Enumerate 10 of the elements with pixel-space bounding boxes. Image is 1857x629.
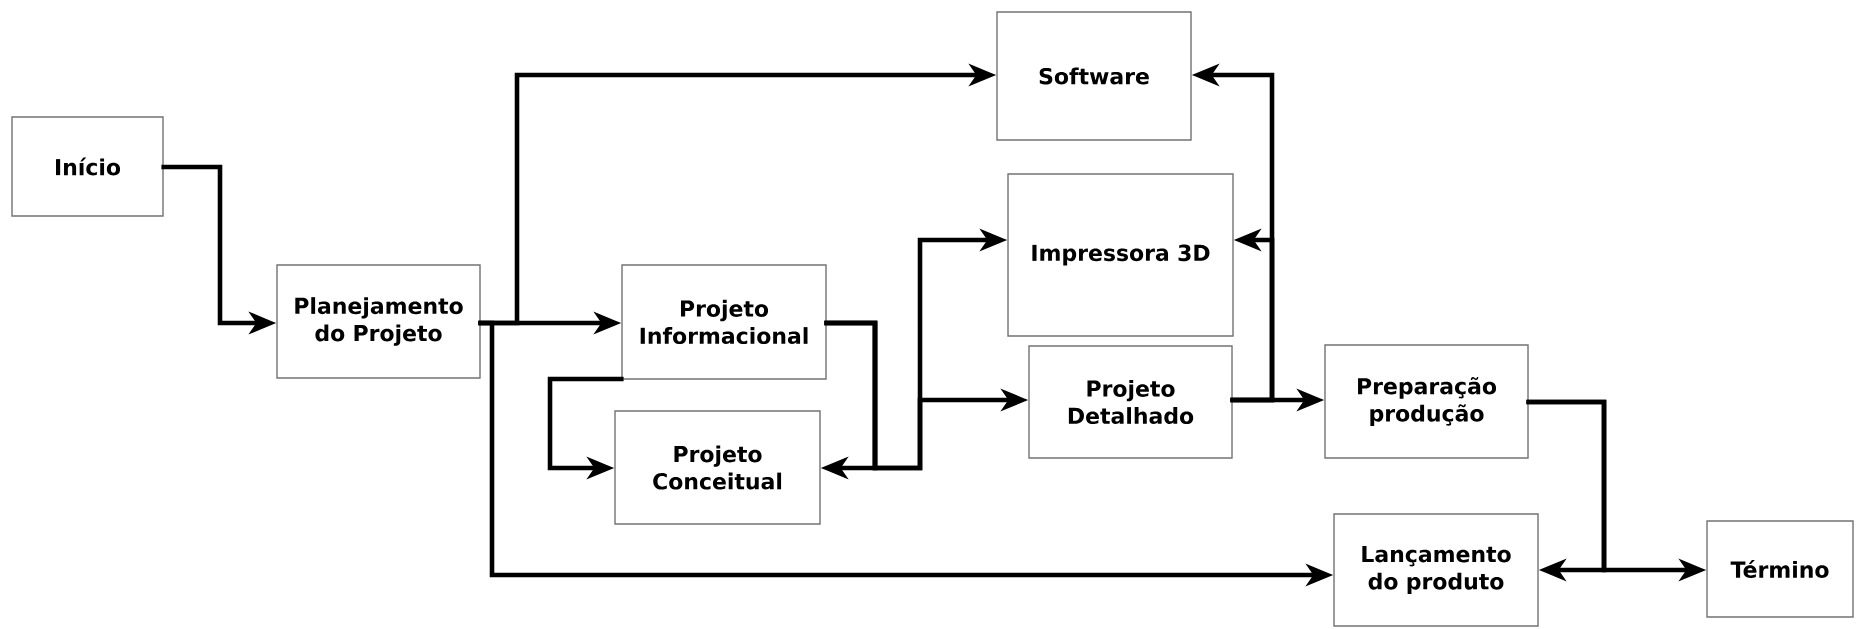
process-box: Preparação produção <box>1324 344 1529 459</box>
process-box: Lançamento do produto <box>1333 513 1539 627</box>
process-box: Software <box>996 11 1192 141</box>
process-box: Planejamento do Projeto <box>276 264 481 379</box>
process-box: Impressora 3D <box>1007 173 1234 337</box>
process-box: Projeto Detalhado <box>1028 345 1233 459</box>
process-box: Início <box>11 116 164 217</box>
process-box: Término <box>1706 520 1854 618</box>
process-box: Projeto Informacional <box>621 264 827 380</box>
process-box: Projeto Conceitual <box>614 410 821 525</box>
